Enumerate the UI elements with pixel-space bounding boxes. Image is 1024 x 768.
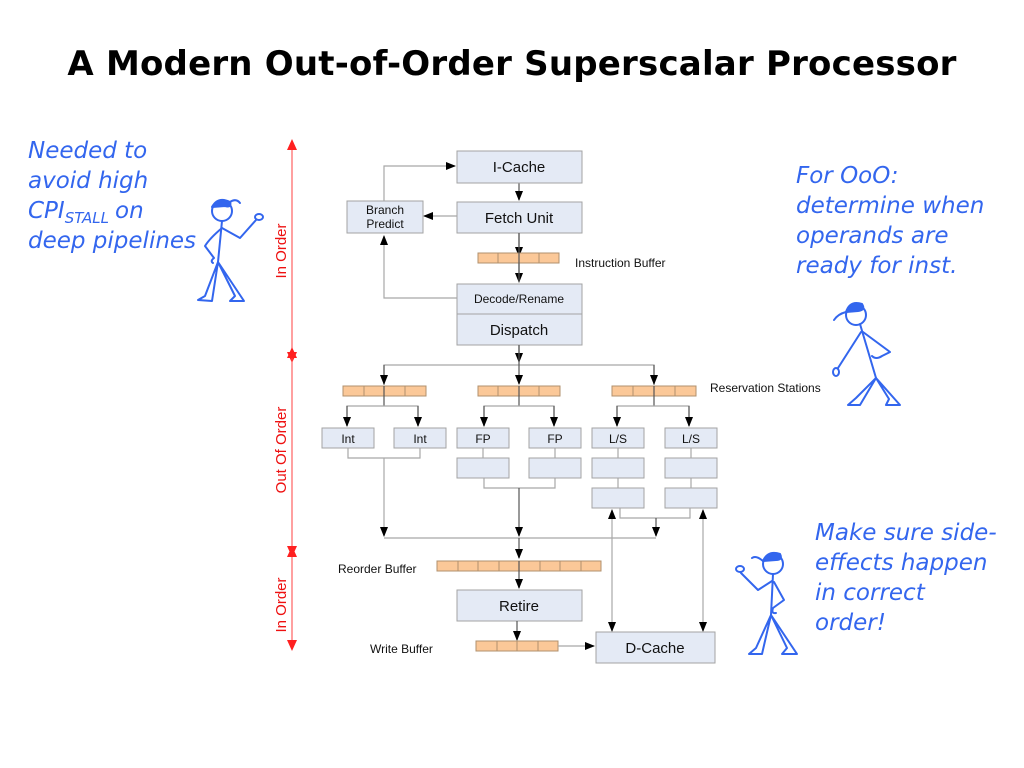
decode-rename-unit: Decode/Rename	[456, 283, 583, 315]
instruction-buffer: Instruction Buffer	[477, 233, 666, 282]
reservation-station-ls	[611, 385, 697, 397]
ls-unit-1-stage3	[591, 487, 645, 509]
reorder-buffer: Reorder Buffer	[338, 560, 602, 589]
note-left-on: on	[115, 198, 144, 224]
reservation-station-fp	[477, 385, 561, 397]
phase-markers: In Order Out Of Order In Order	[273, 139, 297, 651]
note-top-right-line2: determine when	[796, 193, 984, 219]
rs-to-unit-connectors	[343, 386, 693, 427]
ls-unit-2-stage2	[664, 457, 718, 479]
note-bottom-right-line1: Make sure side-	[815, 520, 997, 546]
slide-title: A Modern Out-of-Order Superscalar Proces…	[67, 44, 957, 84]
note-bottom-right-line3: in correct	[815, 580, 926, 606]
reorder-buffer-label: Reorder Buffer	[338, 562, 417, 576]
dispatch-unit: Dispatch	[456, 313, 583, 346]
fp-unit-1: FP	[456, 427, 510, 479]
note-bottom-right: Make sure side- effects happen in correc…	[815, 520, 997, 636]
note-left-line1: Needed to	[28, 138, 147, 164]
fp-unit-2-label: FP	[547, 432, 562, 446]
note-top-right: For OoO: determine when operands are rea…	[796, 163, 984, 279]
fp-unit-1-label: FP	[475, 432, 490, 446]
fp-unit-1-stage2	[456, 457, 510, 479]
int-unit-2: Int	[393, 427, 447, 449]
stick-figure-top-right-icon	[832, 302, 901, 406]
note-bottom-right-line4: order!	[815, 610, 886, 636]
note-left-cpi: CPI	[28, 198, 65, 224]
note-left-line2: avoid high	[28, 168, 148, 194]
int-unit-1-label: Int	[341, 432, 355, 446]
branch-predict-label-line1: Branch	[366, 203, 404, 217]
note-left-subscript: STALL	[65, 209, 109, 227]
reservation-stations-label: Reservation Stations	[710, 381, 821, 395]
instruction-buffer-label: Instruction Buffer	[575, 256, 666, 270]
phase-label-in-order-bottom: In Order	[273, 577, 290, 632]
ls-unit-2-label: L/S	[682, 432, 700, 446]
ls-unit-2-stage3	[664, 487, 718, 509]
note-top-right-line1: For OoO:	[796, 163, 899, 189]
completion-connectors	[347, 448, 707, 632]
decode-rename-label: Decode/Rename	[474, 292, 564, 306]
note-top-right-line3: operands are	[796, 223, 949, 249]
retire-unit: Retire	[456, 589, 583, 622]
dcache-label: D-Cache	[625, 640, 684, 657]
ls-unit-1-stage2	[591, 457, 645, 479]
icache-unit: I-Cache	[456, 150, 583, 184]
ls-unit-1: L/S	[591, 427, 645, 509]
note-bottom-right-line2: effects happen	[815, 550, 987, 576]
write-buffer: Write Buffer	[370, 621, 595, 656]
fp-unit-2: FP	[528, 427, 582, 479]
note-left: Needed to avoid high CPISTALL on deep pip…	[28, 138, 196, 254]
phase-label-out-of-order: Out Of Order	[273, 407, 290, 494]
note-left-line3: CPISTALL on	[28, 198, 144, 227]
fetch-unit: Fetch Unit	[456, 201, 583, 234]
int-unit-1: Int	[321, 427, 375, 449]
int-unit-2-label: Int	[413, 432, 427, 446]
stick-figure-bottom-right-icon	[735, 551, 798, 655]
note-left-line4: deep pipelines	[28, 228, 196, 254]
stick-figure-left-icon	[197, 198, 264, 302]
note-top-right-line4: ready for inst.	[796, 253, 957, 279]
retire-label: Retire	[499, 598, 539, 615]
icache-label: I-Cache	[493, 159, 546, 176]
phase-label-in-order-top: In Order	[273, 223, 290, 278]
dcache-unit: D-Cache	[595, 631, 716, 664]
ls-unit-2: L/S	[664, 427, 718, 509]
ls-unit-1-label: L/S	[609, 432, 627, 446]
branch-predict-unit: Branch Predict	[346, 200, 424, 234]
fetch-label: Fetch Unit	[485, 210, 554, 227]
dispatch-connectors	[380, 345, 658, 385]
write-buffer-label: Write Buffer	[370, 642, 433, 656]
branch-predict-label-line2: Predict	[366, 217, 404, 231]
fp-unit-2-stage2	[528, 457, 582, 479]
dispatch-label: Dispatch	[490, 322, 548, 339]
